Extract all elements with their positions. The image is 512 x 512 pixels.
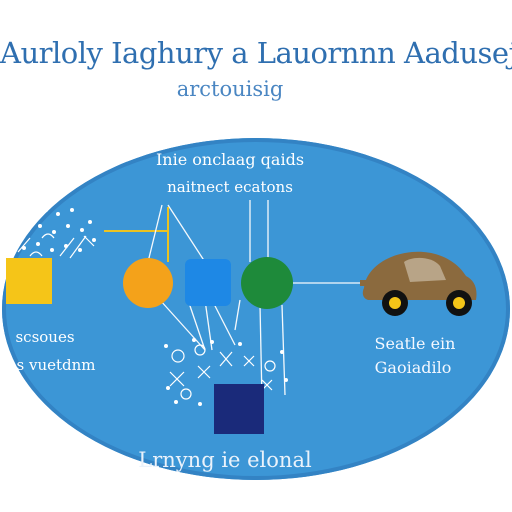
diagram-subtitle: arctouisig [176,77,284,101]
header-label-line1: Inie onclaag qaids [155,150,305,169]
data-strokes-left [3,229,95,259]
blue-node [185,259,231,306]
yellow-square [6,258,52,304]
diagram-title: Aurloly Iaghury a Lauornnn Aaduseje [0,36,512,70]
orange-node [123,258,173,308]
header-label-line2: naitnect ecatons [167,178,293,196]
left-label-line1: scsoues [15,328,75,346]
car-icon [360,251,477,316]
data-particles-left [6,208,96,252]
right-label-line2: Gaoiadilo [374,358,452,377]
data-strokes-bottom [169,344,276,400]
data-particles-bottom [164,338,288,406]
right-label-line1: Seatle ein [374,334,456,353]
left-label-line2: s vuetdnm [16,356,96,374]
bottom-label: Lrnyng ie elonal [138,448,312,472]
navy-square [214,384,264,434]
green-node [241,257,293,309]
